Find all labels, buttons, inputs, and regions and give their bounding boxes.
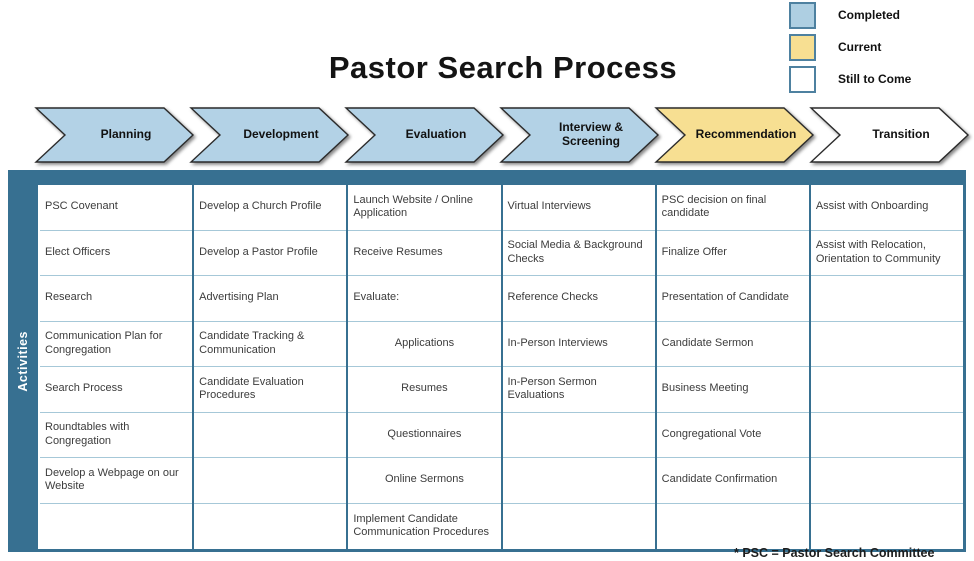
legend-label: Completed	[838, 8, 901, 22]
chevron-arrow-icon	[344, 107, 505, 163]
table-cell	[194, 458, 347, 504]
phase-label: Interview & Screening	[558, 120, 624, 148]
table-cell: Search Process	[40, 367, 193, 413]
table-cell: Reference Checks	[502, 276, 655, 322]
table-cell: Presentation of Candidate	[656, 276, 809, 322]
table-cell: Evaluate:	[348, 276, 501, 322]
phase-label: Development	[243, 127, 319, 142]
table-cell: Develop a Webpage on our Website	[40, 458, 193, 504]
legend-item-current: Current	[789, 33, 911, 61]
phase-label: Evaluation	[405, 127, 467, 142]
legend-label: Current	[838, 40, 882, 54]
table-cell: Candidate Sermon	[656, 321, 809, 367]
table-cell: In-Person Interviews	[502, 321, 655, 367]
table-cell: PSC decision on final candidate	[656, 185, 809, 231]
phase-arrow-evaluation: Evaluation	[344, 107, 505, 163]
chevron-arrow-icon	[34, 107, 195, 163]
current-swatch	[789, 33, 816, 61]
table-cell	[810, 276, 963, 322]
table-cell: Online Sermons	[348, 458, 501, 504]
chevron-arrow-icon	[654, 107, 815, 163]
table-cell	[810, 503, 963, 549]
table-cell	[810, 367, 963, 413]
legend-item-completed: Completed	[789, 1, 911, 29]
legend-item-still-to-come: Still to Come	[789, 65, 912, 93]
table-cell	[194, 503, 347, 549]
phase-label: Transition	[872, 127, 930, 142]
table-cell: Receive Resumes	[348, 230, 501, 276]
chevron-arrow-icon	[499, 107, 660, 163]
table-cell: Applications	[348, 321, 501, 367]
phase-arrow-interview-screening: Interview & Screening	[499, 107, 660, 163]
phase-arrow-development: Development	[189, 107, 350, 163]
chevron-arrow-icon	[189, 107, 350, 163]
table-cell: Communication Plan for Congregation	[40, 321, 193, 367]
table-cell: Social Media & Background Checks	[502, 230, 655, 276]
table-cell: PSC Covenant	[40, 185, 193, 231]
table-cell: Finalize Offer	[656, 230, 809, 276]
table-cell	[194, 412, 347, 458]
table-cell: Advertising Plan	[194, 276, 347, 322]
page-title: Pastor Search Process	[328, 50, 678, 85]
table-cell	[502, 503, 655, 549]
table-cell: Candidate Confirmation	[656, 458, 809, 504]
table-cell	[810, 412, 963, 458]
completed-swatch	[789, 1, 816, 29]
table-cell	[656, 503, 809, 549]
table-cell: Elect Officers	[40, 230, 193, 276]
table-cell: Virtual Interviews	[502, 185, 655, 231]
phase-arrow-transition: Transition	[809, 107, 970, 163]
table-cell	[502, 458, 655, 504]
table-cell	[810, 321, 963, 367]
table-cell: Launch Website / Online Application	[348, 185, 501, 231]
activities-row-header: Activities	[8, 170, 38, 552]
table-cell: Assist with Relocation, Orientation to C…	[810, 230, 963, 276]
table-cell	[810, 458, 963, 504]
table-cell: Resumes	[348, 367, 501, 413]
still-to-come-swatch	[789, 65, 816, 93]
table-cell: Research	[40, 276, 193, 322]
table-cell: Implement Candidate Communication Proced…	[348, 503, 501, 549]
table-cell: In-Person Sermon Evaluations	[502, 367, 655, 413]
psc-footnote: * PSC = Pastor Search Committee	[734, 546, 935, 560]
table-cell: Congregational Vote	[656, 412, 809, 458]
legend: Completed Current Still to Come	[789, 1, 912, 98]
table-cell: Candidate Evaluation Procedures	[194, 367, 347, 413]
table-cell: Questionnaires	[348, 412, 501, 458]
chevron-arrow-icon	[809, 107, 970, 163]
table-cell: Develop a Pastor Profile	[194, 230, 347, 276]
table-cell	[502, 412, 655, 458]
legend-label: Still to Come	[838, 72, 912, 86]
table-cell	[40, 503, 193, 549]
activities-row-header-label: Activities	[16, 330, 30, 392]
table-cell: Assist with Onboarding	[810, 185, 963, 231]
table-cell: Candidate Tracking & Communication	[194, 321, 347, 367]
table-cell: Roundtables with Congregation	[40, 412, 193, 458]
table-cell: Business Meeting	[656, 367, 809, 413]
phase-arrow-planning: Planning	[34, 107, 195, 163]
table-cell: Develop a Church Profile	[194, 185, 347, 231]
phase-label: Recommendation	[695, 127, 797, 142]
phase-arrow-recommendation: Recommendation	[654, 107, 815, 163]
phase-label: Planning	[100, 127, 152, 142]
